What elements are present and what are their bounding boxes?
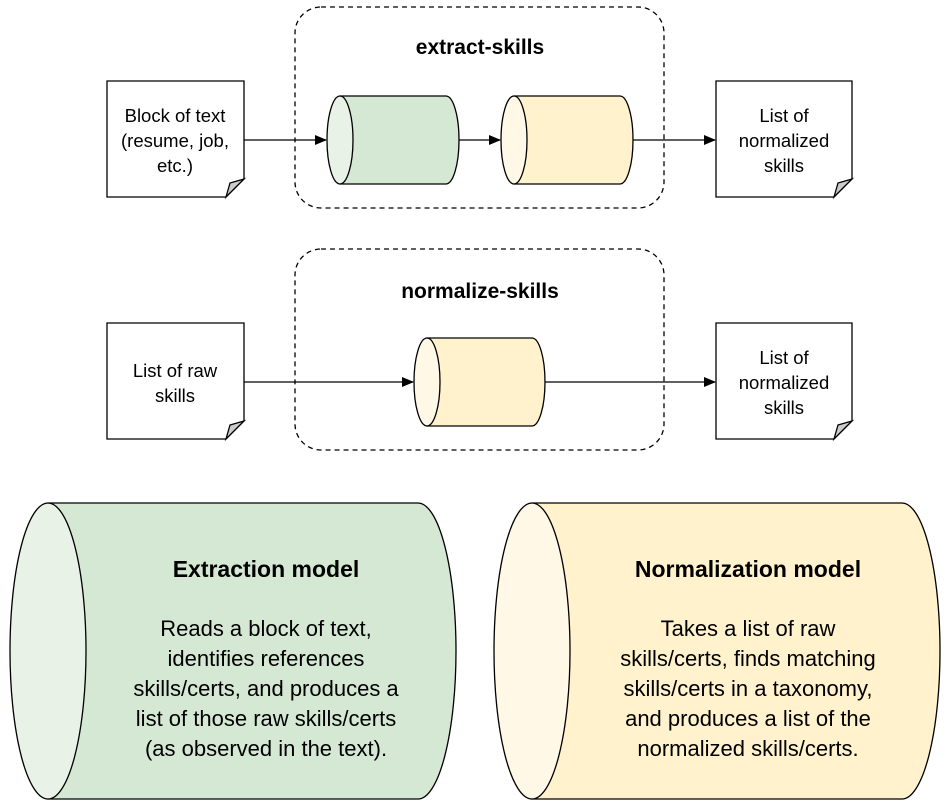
- normalize-skills-group: [294, 248, 665, 451]
- normalize-output-label-line: normalized: [739, 372, 830, 393]
- extraction-model-description-line: list of those raw skills/certs: [136, 706, 396, 731]
- extraction-model-title: Extraction model: [173, 556, 360, 582]
- normalize-input-label-line: List of raw: [133, 360, 218, 381]
- normalization-model-title: Normalization model: [635, 556, 861, 582]
- extract-output-label-line: List of: [759, 105, 809, 126]
- extract-skills-title: extract-skills: [416, 36, 544, 59]
- extract-input-label-line: etc.): [157, 155, 193, 176]
- normalization-model-legend: Normalization model Takes a list of raw …: [493, 502, 941, 800]
- page-fold-icon: [224, 177, 247, 200]
- extract-output-document: List of normalized skills: [715, 80, 855, 200]
- extract-input-label-line: Block of text: [125, 105, 226, 126]
- extraction-model-description-line: (as observed in the text).: [145, 736, 387, 761]
- normalization-model-description-line: normalized skills/certs.: [637, 736, 858, 761]
- normalize-input-label-line: skills: [155, 385, 195, 406]
- page-fold-icon: [832, 419, 855, 442]
- extraction-model-description-line: identifies references: [168, 646, 365, 671]
- normalization-model-description-line: skills/certs in a taxonomy,: [623, 676, 872, 701]
- normalize-input-document: List of raw skills: [106, 322, 247, 442]
- normalize-skills-title: normalize-skills: [401, 280, 559, 303]
- normalize-output-label-line: List of: [759, 347, 809, 368]
- page-fold-icon: [832, 177, 855, 200]
- extraction-model-small-cylinder: [326, 95, 460, 185]
- normalization-model-description-line: Takes a list of raw: [661, 616, 836, 641]
- extract-skills-group: [294, 6, 665, 209]
- normalize-output-document: List of normalized skills: [715, 322, 855, 442]
- extract-input-document: Block of text (resume, job, etc.): [106, 80, 247, 200]
- page-fold-icon: [224, 419, 247, 442]
- extract-output-label-line: skills: [764, 155, 804, 176]
- extraction-model-description-line: Reads a block of text,: [160, 616, 372, 641]
- extract-output-label-line: normalized: [739, 130, 830, 151]
- extraction-model-legend: Extraction model Reads a block of text, …: [9, 502, 457, 800]
- normalization-model-small-cylinder: [413, 337, 546, 427]
- normalization-model-small-cylinder: [500, 95, 634, 185]
- extraction-model-description-line: skills/certs, and produces a: [133, 676, 399, 701]
- normalization-model-description-line: skills/certs, finds matching: [620, 646, 876, 671]
- normalization-model-description-line: and produces a list of the: [625, 706, 871, 731]
- extract-input-label-line: (resume, job,: [121, 130, 229, 151]
- normalize-output-label-line: skills: [764, 397, 804, 418]
